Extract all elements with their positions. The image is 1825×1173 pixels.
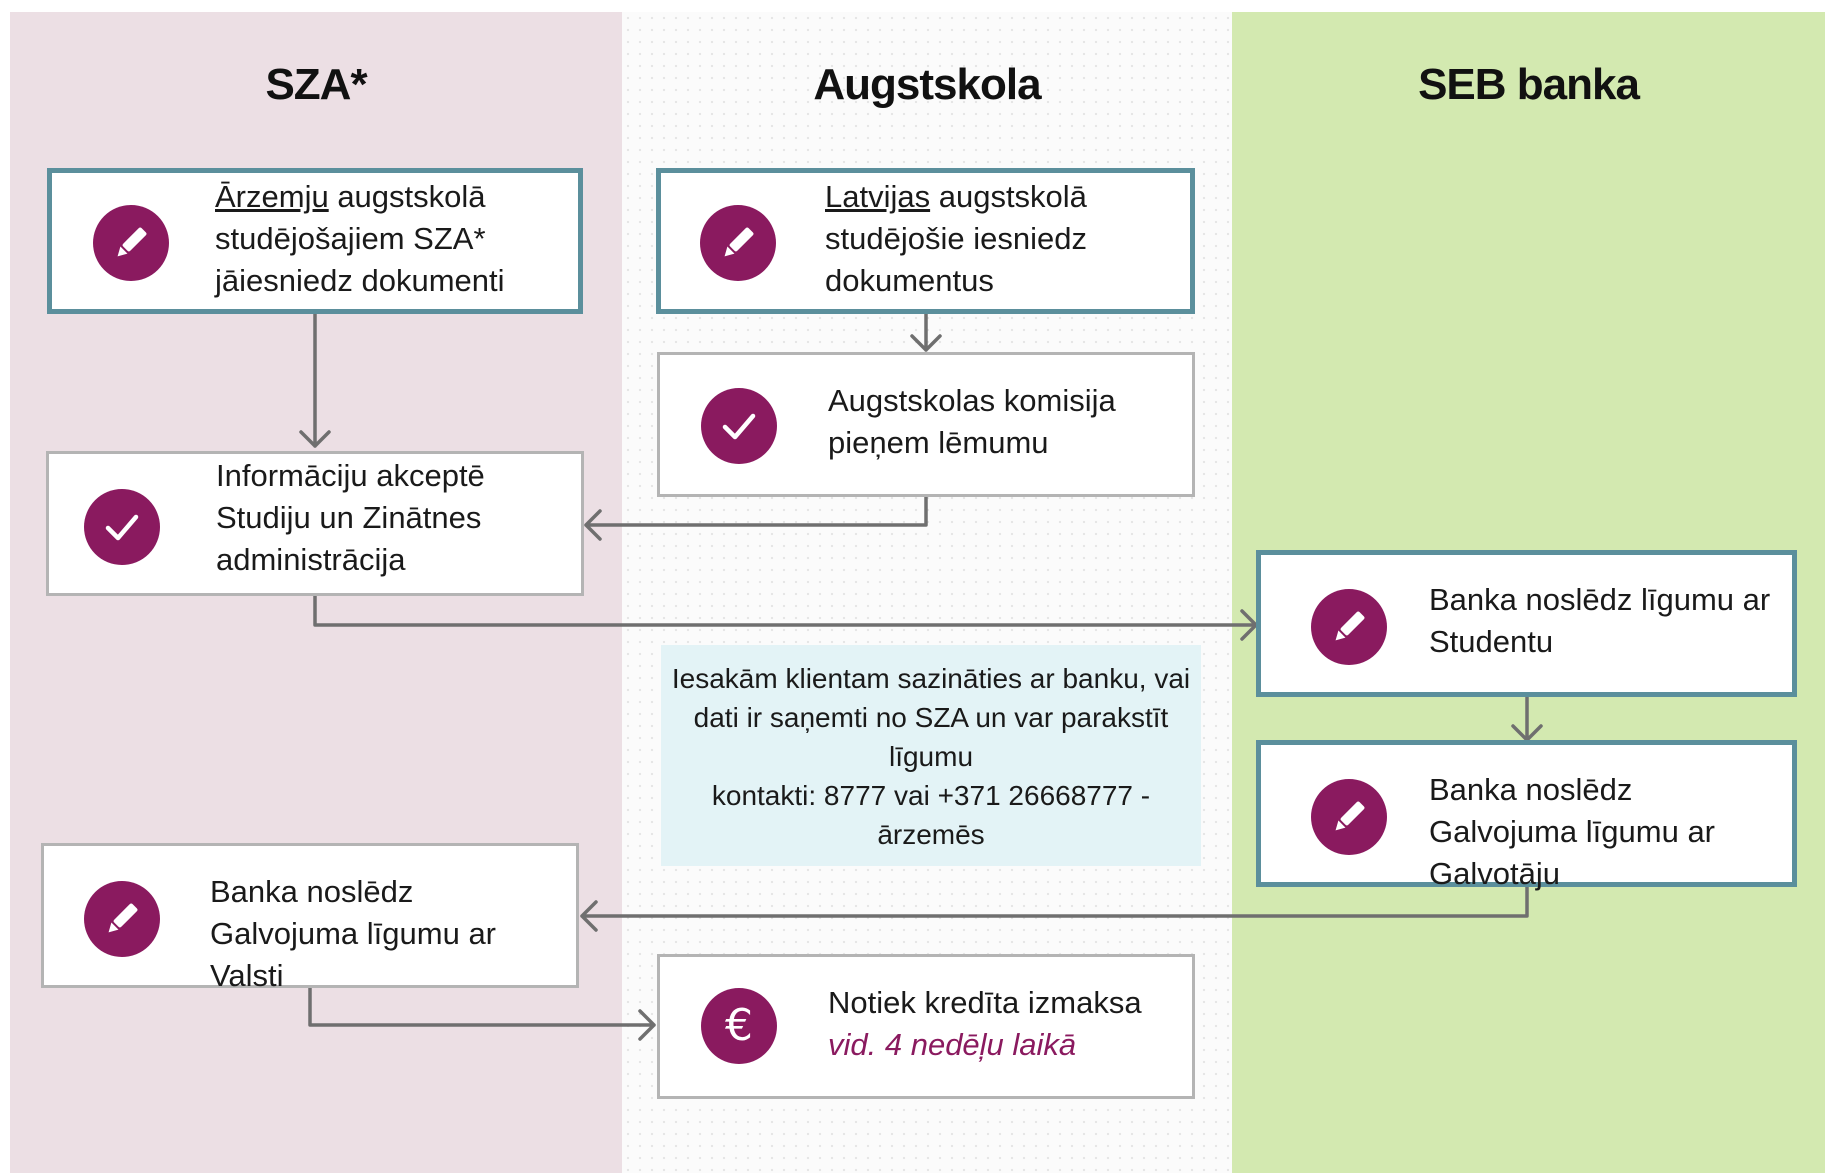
pencil-icon	[1311, 779, 1387, 855]
contact-note: Iesakām klientam sazināties ar banku, va…	[661, 645, 1201, 866]
step-arzemju-text: Ārzemju augstskolā studējošajiem SZA* jā…	[215, 176, 565, 302]
lane-title-augstskola: Augstskola	[813, 60, 1041, 109]
step-banka-galvotaju-text: Banka noslēdz Galvojuma līgumu ar Galvot…	[1429, 772, 1716, 891]
step-augstskolas-komisija: Augstskolas komisija pieņem lēmumu	[657, 352, 1195, 497]
step-latvijas-underlined: Latvijas	[825, 179, 931, 214]
step-arzemju-underlined: Ārzemju	[215, 179, 329, 214]
lane-title-sza: SZA*	[265, 60, 367, 109]
arrow-informaciju-to-studentu	[313, 594, 1258, 641]
arrow-valsti-to-izmaksa	[308, 986, 656, 1041]
arrow-latvijas-to-komisija	[910, 310, 942, 352]
check-icon	[84, 489, 160, 565]
pencil-icon	[84, 881, 160, 957]
step-latvijas-rest: augstskolā studējošie iesniedz dokumentu…	[825, 179, 1087, 298]
arrow-komisija-to-informaciju	[584, 495, 928, 541]
step-izmaksa-subtext: vid. 4 nedēļu laikā	[828, 1027, 1077, 1062]
check-icon	[701, 388, 777, 464]
step-komisija-text: Augstskolas komisija pieņem lēmumu	[828, 383, 1116, 460]
step-izmaksa-title: Notiek kredīta izmaksa	[828, 985, 1142, 1020]
step-latvijas-dokumenti: Latvijas augstskolā studējošie iesniedz …	[656, 168, 1195, 314]
step-banka-studentu-text: Banka noslēdz līgumu ar Studentu	[1429, 582, 1771, 659]
step-informaciju-text: Informāciju akceptē Studiju un Zinātnes …	[216, 458, 485, 577]
arrow-studentu-to-galvotaju	[1511, 695, 1543, 742]
step-kredita-izmaksa: € Notiek kredīta izmaksa vid. 4 nedēļu l…	[657, 954, 1195, 1099]
lane-title-seb: SEB banka	[1418, 60, 1640, 109]
step-banka-valsti: Banka noslēdz Galvojuma līgumu ar Valsti	[41, 843, 579, 993]
pencil-icon	[1311, 589, 1387, 665]
step-banka-valsti-text: Banka noslēdz Galvojuma līgumu ar Valsti	[210, 874, 497, 993]
euro-icon: €	[701, 988, 777, 1064]
contact-note-contacts: kontakti: 8777 vai +371 26668777 - ārzem…	[711, 780, 1151, 850]
arrow-galvotaju-to-valsti	[580, 885, 1529, 932]
step-arzemju-rest: augstskolā studējošajiem SZA* jāiesniedz…	[215, 179, 505, 298]
arrow-arzemju-to-informaciju	[299, 310, 331, 448]
step-banka-studentu: Banka noslēdz līgumu ar Studentu	[1256, 550, 1797, 697]
contact-note-advice: Iesakām klientam sazināties ar banku, va…	[671, 663, 1191, 772]
pencil-icon	[700, 205, 776, 281]
pencil-icon	[93, 205, 169, 281]
step-banka-galvotaju: Banka noslēdz Galvojuma līgumu ar Galvot…	[1256, 740, 1797, 891]
step-informaciju-akcepte: Informāciju akceptē Studiju un Zinātnes …	[46, 451, 584, 596]
step-izmaksa-text: Notiek kredīta izmaksa vid. 4 nedēļu lai…	[828, 982, 1168, 1066]
step-arzemju-dokumenti: Ārzemju augstskolā studējošajiem SZA* jā…	[47, 168, 583, 314]
step-latvijas-text: Latvijas augstskolā studējošie iesniedz …	[825, 176, 1175, 302]
